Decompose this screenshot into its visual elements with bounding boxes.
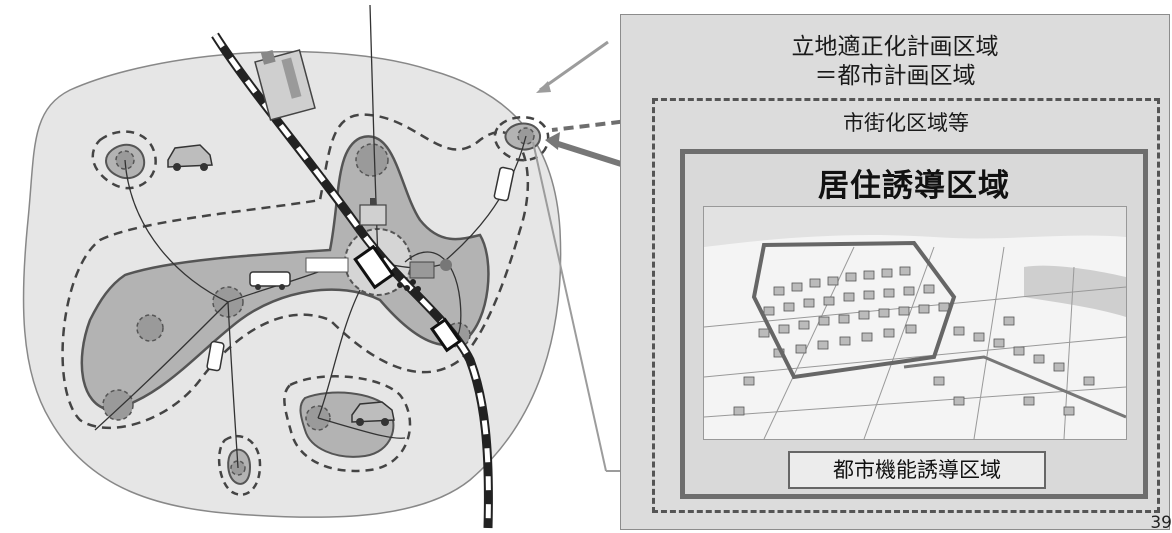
residential-aerial-illustration — [703, 206, 1127, 440]
bus-icon-west — [206, 340, 225, 372]
dashed-zone-main — [61, 113, 530, 429]
page-number: 39 — [1150, 513, 1172, 533]
building-icon — [254, 49, 316, 121]
car-icon-south — [351, 401, 395, 426]
dashed-zone-north-east — [493, 115, 550, 162]
arrow-to-urban-area — [551, 119, 620, 132]
station-east — [429, 317, 463, 353]
dashed-zone-south — [283, 375, 412, 473]
leader-to-urban-function — [532, 141, 607, 472]
urban-function-induction-area-box: 都市機能誘導区域 — [788, 451, 1046, 489]
city-planning-area-title: ＝都市計画区域 — [814, 63, 976, 89]
center-north — [355, 143, 389, 177]
center-west-2 — [136, 314, 164, 342]
bus-icon-north-east — [493, 166, 515, 202]
station-central — [353, 244, 395, 290]
people-icon — [397, 279, 421, 292]
urban-function-induction-area-label: 都市機能誘導区域 — [833, 458, 1001, 482]
shop-sign-icon — [305, 257, 349, 273]
arrow-to-city-area — [539, 40, 609, 92]
residential-induction-area-box: 居住誘導区域 — [680, 149, 1148, 499]
arrow-to-residential-area — [551, 139, 620, 167]
bus-icon — [249, 271, 291, 290]
center-south-west — [102, 389, 134, 421]
location-plan-area-title: 立地適正化計画区域 — [791, 34, 999, 60]
residential-induction-area-label: 居住誘導区域 — [818, 168, 1010, 204]
factory-icon — [409, 259, 452, 279]
car-icon — [167, 144, 213, 171]
houses — [733, 266, 1095, 416]
hospital-icon — [359, 198, 387, 226]
urbanization-area-box: 市街化区域等 — [652, 98, 1160, 513]
residential-boundary-outline — [751, 240, 957, 380]
urbanization-area-label: 市街化区域等 — [843, 111, 969, 135]
city-map-illustration — [22, 4, 620, 529]
dashed-zone-north-west — [91, 130, 157, 190]
